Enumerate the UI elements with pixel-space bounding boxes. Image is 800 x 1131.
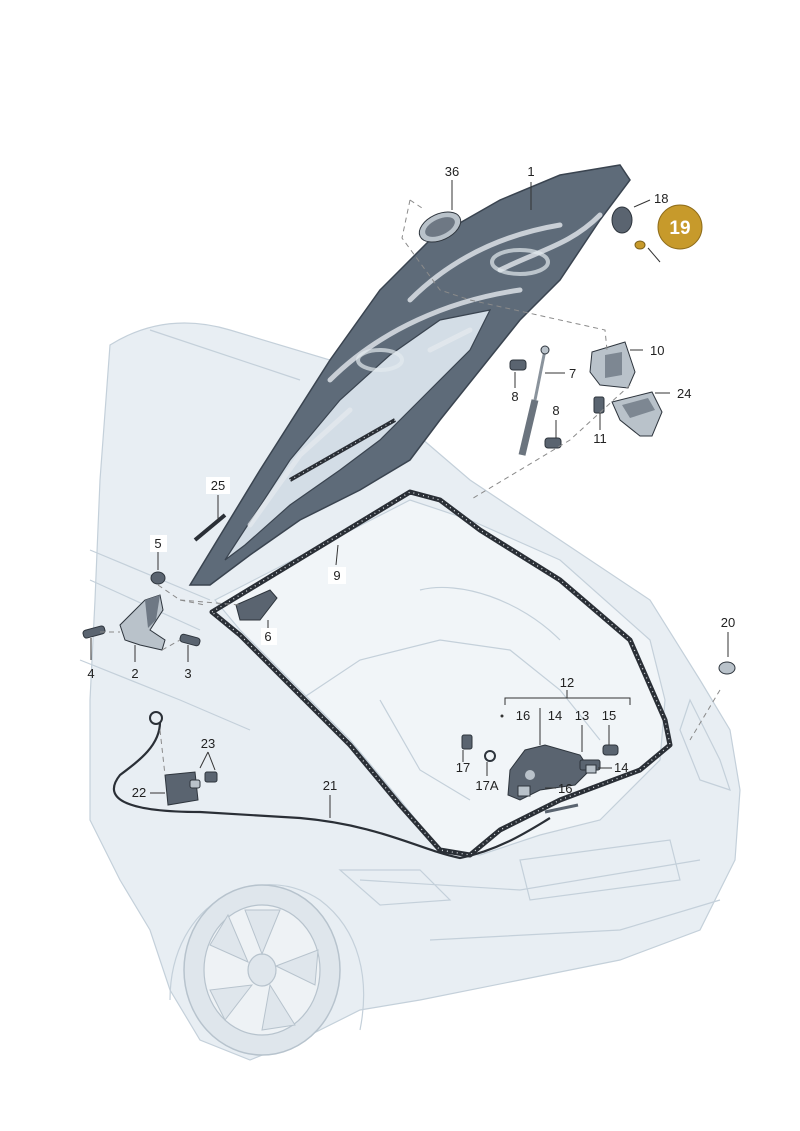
label-4: 4 — [87, 666, 94, 681]
label-10: 10 — [650, 343, 664, 358]
hinge-part — [119, 594, 166, 651]
label-23: 23 — [201, 736, 215, 751]
leader-lines — [90, 180, 729, 818]
grommet-5-part — [150, 571, 166, 585]
label-8b: 8 — [552, 403, 559, 418]
label-8a: 8 — [511, 389, 518, 404]
label-3: 3 — [184, 666, 191, 681]
bolt-3-part — [179, 633, 201, 647]
cover-6-part — [235, 589, 278, 621]
label-11: 11 — [593, 431, 607, 446]
label-22: 22 — [132, 785, 146, 800]
highlight-callout-19[interactable]: 19 — [647, 204, 703, 263]
label-9: 9 — [333, 568, 340, 583]
bolt-4-part — [82, 625, 106, 639]
callout-19-number: 19 — [669, 218, 690, 239]
lock-bracket-part — [589, 341, 636, 389]
label-2: 2 — [131, 666, 138, 681]
label-13: 13 — [575, 708, 589, 723]
striker-cover-part — [611, 391, 663, 437]
trunk-lid — [188, 164, 631, 586]
part-labels: 1 36 18 10 24 7 8 8 11 25 5 4 2 3 6 9 20… — [87, 164, 735, 800]
label-18: 18 — [654, 191, 668, 206]
label-7: 7 — [569, 366, 576, 381]
relation-lines — [100, 199, 721, 776]
label-1: 1 — [527, 164, 534, 179]
label-20: 20 — [721, 615, 735, 630]
lock-assembly-part — [461, 734, 619, 814]
label-5: 5 — [154, 536, 161, 551]
ball-stud-parts — [509, 359, 562, 449]
label-24: 24 — [677, 386, 691, 401]
label-14a: 14 — [548, 708, 562, 723]
grommet-20-part — [718, 661, 736, 675]
cable-bracket-part — [164, 771, 218, 806]
bump-stop-part — [611, 206, 646, 250]
label-12: 12 — [560, 675, 574, 690]
label-17a: 17A — [475, 778, 498, 793]
rear-wheel — [183, 884, 341, 1056]
label-15: 15 — [602, 708, 616, 723]
release-cable-part — [113, 711, 551, 860]
label-16a: 16 — [516, 708, 530, 723]
gas-strut-part — [518, 345, 550, 456]
label-17: 17 — [456, 760, 470, 775]
lid-trim-strip — [193, 418, 396, 542]
label-14b: 14 — [614, 760, 628, 775]
label-36: 36 — [445, 164, 459, 179]
label-25: 25 — [211, 478, 225, 493]
label-16b: 16 — [558, 781, 572, 796]
trunk-seal — [209, 489, 673, 858]
emblem-part — [418, 211, 462, 243]
label-21: 21 — [323, 778, 337, 793]
bolt-11-part — [593, 396, 605, 414]
label-6: 6 — [264, 629, 271, 644]
